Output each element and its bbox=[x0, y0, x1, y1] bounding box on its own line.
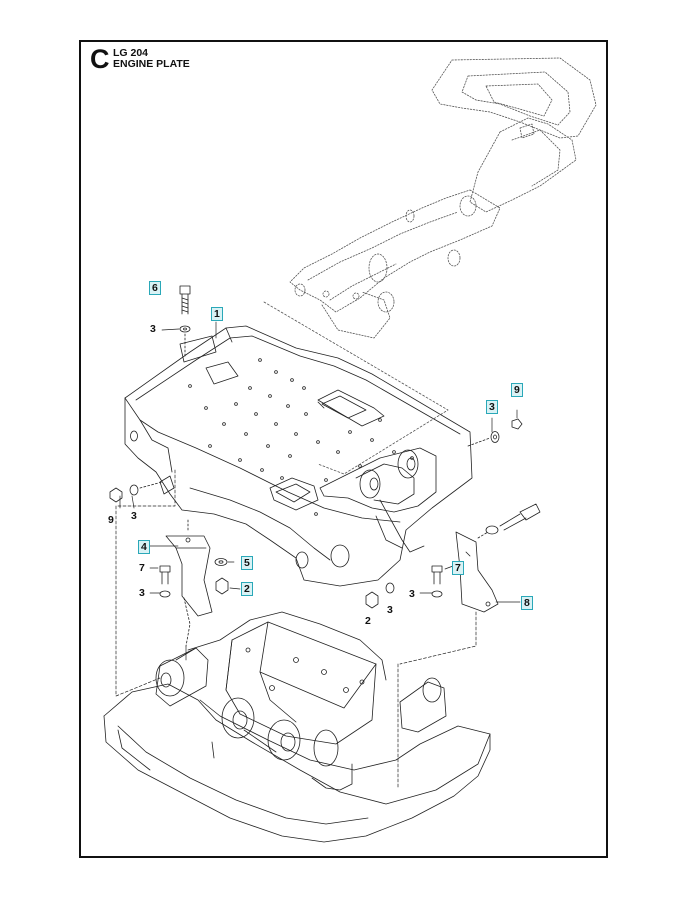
callout-1: 1 bbox=[211, 307, 223, 321]
callout-3: 3 bbox=[131, 510, 137, 522]
callout-4: 4 bbox=[138, 540, 150, 554]
diagram-frame bbox=[79, 40, 608, 858]
callout-7: 7 bbox=[139, 562, 145, 574]
left-mount-bracket bbox=[159, 475, 213, 647]
callout-3: 3 bbox=[139, 587, 145, 599]
callout-3: 3 bbox=[409, 588, 415, 600]
handle-assembly bbox=[289, 57, 597, 339]
section-letter: C bbox=[90, 44, 110, 74]
callout-3: 3 bbox=[486, 400, 498, 414]
callout-5: 5 bbox=[241, 556, 253, 570]
callout-2: 2 bbox=[241, 582, 253, 596]
fasteners bbox=[109, 285, 541, 609]
callout-3: 3 bbox=[387, 604, 393, 616]
plate-holes bbox=[188, 358, 414, 516]
callout-9: 9 bbox=[108, 514, 114, 526]
base-plate-exciter bbox=[103, 611, 491, 843]
engine-plate bbox=[124, 325, 473, 587]
model-name: LG 204 bbox=[113, 47, 149, 59]
callout-8: 8 bbox=[521, 596, 533, 610]
callout-6: 6 bbox=[149, 281, 161, 295]
page-title: ENGINE PLATE bbox=[113, 58, 190, 70]
callout-2: 2 bbox=[365, 615, 371, 627]
leader-lines bbox=[115, 321, 521, 789]
right-bracket bbox=[455, 531, 499, 613]
callout-9: 9 bbox=[511, 383, 523, 397]
callout-3: 3 bbox=[150, 323, 156, 335]
callout-7: 7 bbox=[452, 561, 464, 575]
